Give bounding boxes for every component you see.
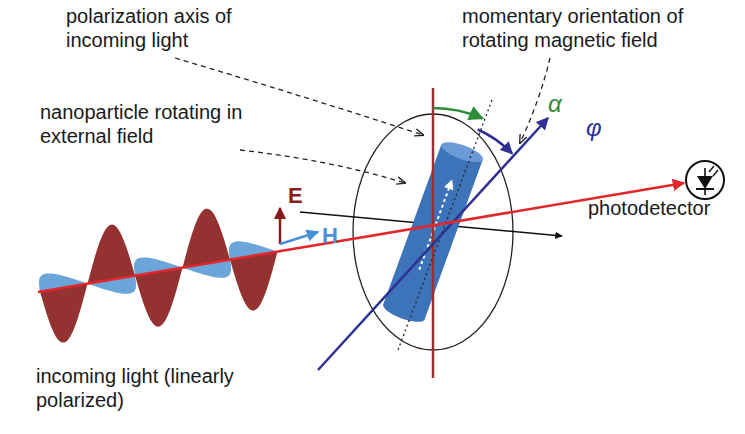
angle-label: φ — [586, 116, 616, 140]
e-field-arrow — [279, 208, 282, 244]
annotation-label: momentary orientation of rotating magnet… — [462, 4, 722, 52]
light-beam — [38, 183, 684, 292]
annotation-label: nanoparticle rotating in external field — [40, 100, 280, 148]
leader-line — [175, 58, 423, 135]
leader-line — [520, 58, 550, 143]
annotation-label: incoming light (linearly polarized) — [36, 364, 241, 412]
light-wave — [39, 209, 279, 343]
annotation-label: polarization axis of incoming light — [66, 4, 266, 52]
particle-axis-line — [398, 100, 492, 350]
photodetector-symbol — [686, 161, 724, 199]
field-label: H — [322, 224, 352, 248]
leader-line — [240, 150, 405, 183]
h-field-arrow — [280, 232, 318, 244]
field-orientation-line — [318, 118, 548, 370]
angle-label: α — [548, 92, 578, 116]
phi-arc — [478, 130, 512, 154]
e-field-wave — [40, 209, 278, 343]
alpha-arc — [433, 108, 483, 119]
device-label: photodetector — [588, 196, 738, 220]
polarization-axis — [432, 88, 435, 378]
field-label: E — [288, 184, 318, 208]
